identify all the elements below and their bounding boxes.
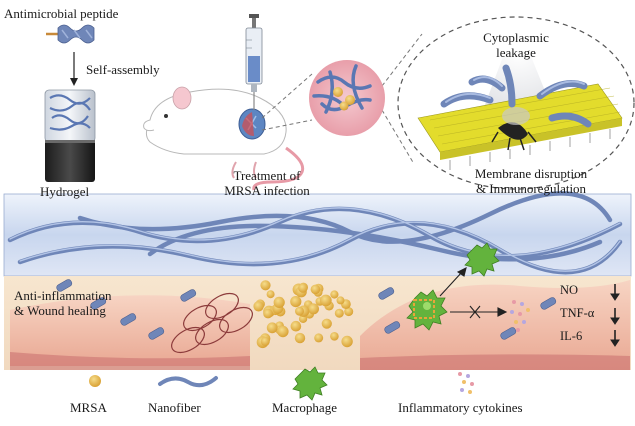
mrsa-cell bbox=[310, 284, 321, 295]
mrsa-cell bbox=[277, 325, 289, 338]
mrsa-cluster bbox=[253, 280, 354, 349]
mrsa-cell bbox=[336, 296, 345, 305]
mrsa-cell bbox=[266, 322, 278, 334]
mouse-illustration bbox=[143, 86, 305, 191]
label-il6: IL-6 bbox=[560, 329, 583, 343]
mrsa-cell bbox=[294, 332, 306, 344]
macrophage-top-icon bbox=[464, 242, 500, 277]
legend-macrophage: Macrophage bbox=[272, 400, 337, 415]
mrsa-cell bbox=[334, 308, 344, 318]
label-treatment-line2: MRSA infection bbox=[224, 183, 310, 198]
macrophage-legend-icon bbox=[292, 366, 328, 401]
tissue-band bbox=[4, 242, 631, 370]
label-hydrogel: Hydrogel bbox=[40, 184, 90, 199]
zoom-circle bbox=[309, 60, 385, 136]
label-tnf-alpha: TNF-α bbox=[560, 306, 595, 320]
label-anti-line2: & Wound healing bbox=[14, 303, 106, 318]
label-cytoplasmic-leakage: Cytoplasmic leakage bbox=[466, 30, 566, 60]
label-treatment: Treatment of MRSA infection bbox=[212, 168, 322, 198]
zoom-lines bbox=[261, 33, 423, 165]
cytokine-legend-icon bbox=[458, 372, 474, 394]
mrsa-cell bbox=[290, 296, 302, 308]
membrane-zoom bbox=[397, 16, 635, 190]
mrsa-cell bbox=[319, 294, 332, 307]
label-membrane-line1: Membrane disruption bbox=[474, 166, 588, 181]
down-arrow-icon bbox=[70, 52, 78, 86]
mrsa-cell bbox=[260, 280, 271, 291]
mrsa-cell bbox=[290, 320, 302, 332]
mrsa-cell bbox=[330, 332, 339, 341]
syringe-icon bbox=[245, 14, 263, 110]
mrsa-cell bbox=[273, 296, 285, 308]
hydrogel-band bbox=[3, 191, 632, 277]
label-membrane-line2: & Immunoregulation bbox=[475, 181, 587, 196]
mrsa-cell bbox=[266, 290, 275, 299]
mrsa-cell bbox=[321, 318, 332, 329]
label-antimicrobial-peptide: Antimicrobial peptide bbox=[4, 6, 119, 21]
label-anti-line1: Anti-inflammation bbox=[14, 288, 112, 303]
mrsa-cell bbox=[295, 306, 304, 316]
decrease-arrows bbox=[610, 284, 620, 347]
label-cytoplasmic-line2: leakage bbox=[496, 45, 536, 60]
label-membrane-disruption: Membrane disruption & Immunoregulation bbox=[446, 166, 616, 196]
mrsa-dot-icon bbox=[89, 375, 101, 387]
mrsa-cell bbox=[260, 336, 270, 346]
legend-inflammatory-cytokines: Inflammatory cytokines bbox=[398, 400, 523, 415]
mrsa-cell bbox=[344, 307, 354, 317]
mrsa-cell bbox=[308, 303, 319, 315]
label-self-assembly: Self-assembly bbox=[86, 62, 160, 77]
nanofiber-icon bbox=[158, 376, 218, 388]
mrsa-cell bbox=[298, 283, 308, 293]
mrsa-cell bbox=[253, 301, 264, 312]
label-no: NO bbox=[560, 283, 579, 297]
label-anti-inflammation: Anti-inflammation & Wound healing bbox=[14, 288, 111, 318]
mrsa-cell bbox=[263, 308, 273, 319]
cytokine-icon bbox=[510, 300, 530, 332]
mrsa-cell bbox=[298, 314, 308, 323]
label-treatment-line1: Treatment of bbox=[233, 168, 301, 183]
hydrogel-vial-icon bbox=[44, 89, 96, 182]
mrsa-cell bbox=[341, 335, 353, 348]
label-cytoplasmic-line1: Cytoplasmic bbox=[483, 30, 549, 45]
peptide-icon bbox=[46, 24, 95, 44]
mrsa-cell bbox=[330, 290, 339, 299]
legend-mrsa: MRSA bbox=[70, 400, 107, 415]
legend-nanofiber: Nanofiber bbox=[148, 400, 201, 415]
mrsa-cell bbox=[314, 333, 324, 343]
